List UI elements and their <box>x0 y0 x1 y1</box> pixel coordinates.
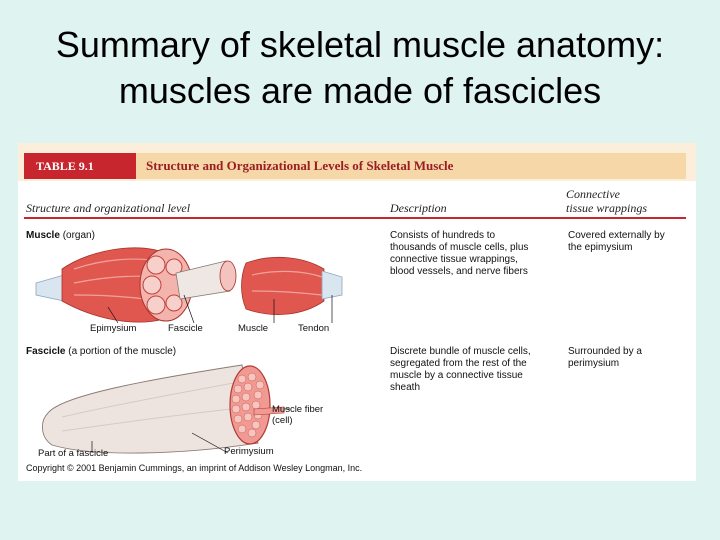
slide-title: Summary of skeletal muscle anatomy: musc… <box>0 22 720 114</box>
wrapping-line: Surrounded by a <box>568 346 642 357</box>
description-line: segregated from the rest of the <box>390 358 527 369</box>
table-heading: Structure and Organizational Levels of S… <box>136 153 686 179</box>
description-line: thousands of muscle cells, plus <box>390 242 529 253</box>
label-muscle: Muscle <box>238 323 269 334</box>
row-description-fascicle: Discrete bundle of muscle cells, segrega… <box>390 346 531 394</box>
row-description-muscle: Consists of hundreds to thousands of mus… <box>390 230 528 278</box>
label-muscle-fiber-line-2: (cell) <box>272 415 293 426</box>
slide-title-line-2: muscles are made of fascicles <box>118 70 602 111</box>
description-line: Discrete bundle of muscle cells, <box>390 346 531 357</box>
muscle-end-shape <box>241 256 325 315</box>
leader-line <box>107 306 119 324</box>
table-figure: TABLE 9.1 Structure and Organizational L… <box>18 143 696 481</box>
copyright-text: Copyright © 2001 Benjamin Cummings, an i… <box>26 463 363 473</box>
muscle-illustration <box>35 247 343 324</box>
description-line: connective tissue wrappings, <box>390 254 518 265</box>
fascicle-illustration <box>42 364 290 454</box>
row-wrapping-muscle: Covered externally by the epimysium <box>568 230 665 254</box>
row-subtitle-muscle: (organ) <box>62 230 95 241</box>
label-perimysium: Perimysium <box>224 446 274 457</box>
row-title-muscle: Muscle (organ) <box>26 230 95 242</box>
wrapping-line: perimysium <box>568 358 620 369</box>
pulled-fascicle-shape <box>175 260 231 300</box>
fascicle-circle <box>146 295 166 315</box>
column-header-structure: Structure and organizational level <box>26 201 191 215</box>
muscle-end-striations <box>251 270 323 296</box>
table-number: TABLE 9.1 <box>24 153 136 179</box>
column-header-description: Description <box>390 201 447 215</box>
column-header-connective-line-2: tissue wrappings <box>566 201 648 215</box>
slide-title-line-1: Summary of skeletal muscle anatomy: <box>55 24 665 65</box>
row-title-muscle-text: Muscle <box>26 230 60 241</box>
row-subtitle-fascicle: (a portion of the muscle) <box>68 346 177 357</box>
right-tendon-shape <box>321 270 343 300</box>
column-header-connective: Connective tissue wrappings <box>566 187 647 215</box>
column-header-connective-line-1: Connective <box>566 187 620 201</box>
fascicle-circle <box>165 258 183 276</box>
description-line: Consists of hundreds to <box>390 230 496 241</box>
label-muscle-fiber: Muscle fiber (cell) <box>272 404 323 426</box>
label-epimysium: Epimysium <box>90 323 137 334</box>
label-muscle-fiber-line-1: Muscle fiber <box>272 404 324 415</box>
fascicle-cylinder-shape <box>42 364 259 454</box>
description-line: sheath <box>390 382 421 393</box>
fascicle-circle <box>146 255 166 275</box>
left-tendon-shape <box>35 274 65 302</box>
leader-line <box>191 432 229 454</box>
row-title-fascicle-text: Fascicle <box>26 346 66 357</box>
fascicle-sheen-lines <box>61 380 251 432</box>
label-tendon: Tendon <box>298 323 330 334</box>
header-rule <box>24 217 686 219</box>
description-line: blood vessels, and nerve fibers <box>390 266 528 277</box>
wrapping-line: Covered externally by <box>568 230 665 241</box>
row-wrapping-fascicle: Surrounded by a perimysium <box>568 346 642 370</box>
row-title-fascicle: Fascicle (a portion of the muscle) <box>26 346 176 358</box>
pulled-fiber-shape <box>253 406 285 416</box>
pulled-fascicle-end <box>219 260 237 292</box>
description-line: muscle by a connective tissue <box>390 370 523 381</box>
wrapping-line: the epimysium <box>568 242 633 253</box>
leader-line <box>183 294 195 324</box>
fascicle-circle <box>142 275 162 295</box>
fascicle-circle <box>165 294 183 312</box>
label-fascicle: Fascicle <box>168 323 203 334</box>
label-part-of-fascicle: Part of a fascicle <box>38 448 109 459</box>
